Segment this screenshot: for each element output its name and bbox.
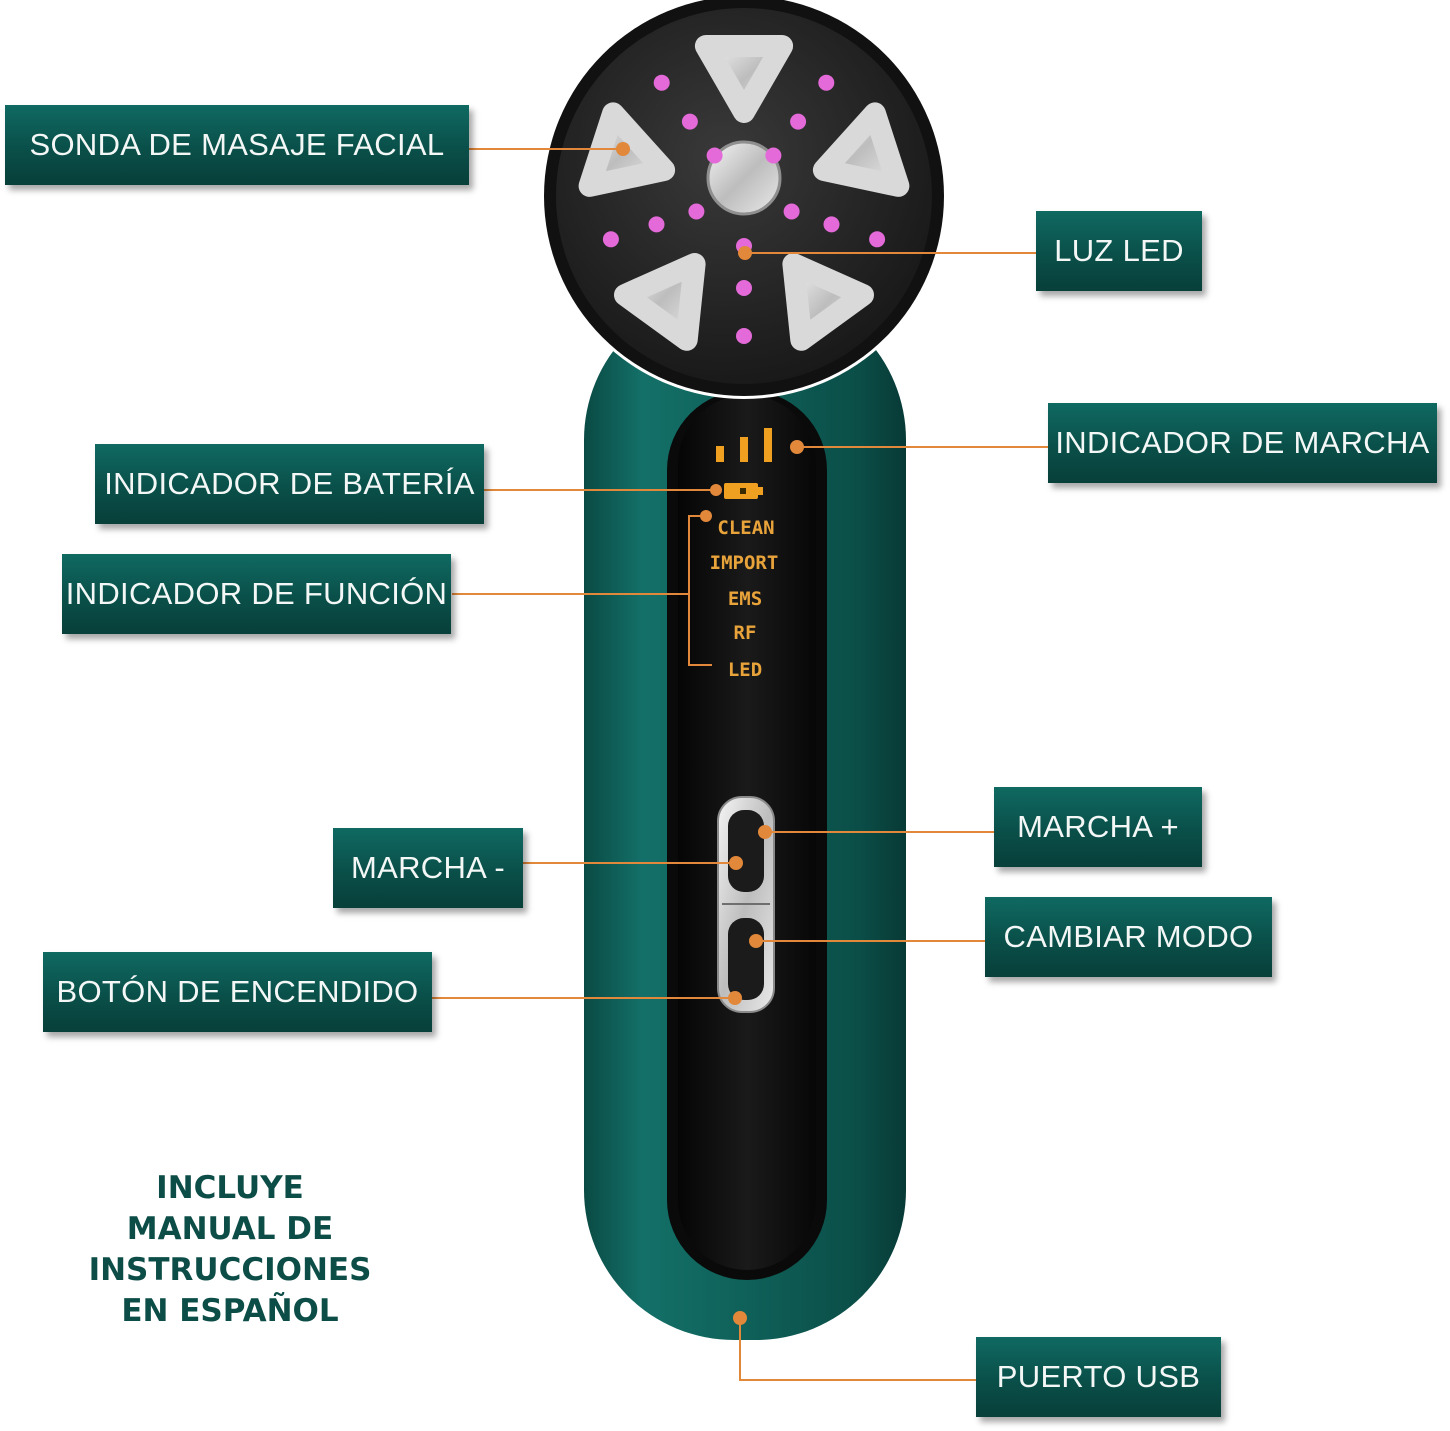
label-power-button: BOTÓN DE ENCENDIDO — [43, 952, 432, 1032]
label-led-light: LUZ LED — [1036, 211, 1202, 291]
label-gear-indicator: INDICADOR DE MARCHA — [1048, 403, 1437, 483]
function-label: LED — [728, 659, 762, 681]
electrode-plate — [694, 35, 794, 123]
led-dot — [653, 74, 670, 91]
led-dot — [706, 147, 723, 164]
led-dot — [765, 147, 782, 164]
label-usb-port: PUERTO USB — [976, 1337, 1221, 1417]
function-label: EMS — [728, 588, 762, 610]
button-cluster — [717, 796, 775, 1013]
label-gear-minus: MARCHA - — [333, 828, 523, 908]
gear-indicator-bars — [716, 428, 772, 462]
note-line: MANUAL DE — [126, 1211, 334, 1247]
label-battery-indicator: INDICADOR DE BATERÍA — [95, 444, 484, 524]
led-dot — [818, 74, 835, 91]
callout-dots — [616, 142, 804, 1325]
function-label: RF — [734, 622, 757, 644]
label-change-mode: CAMBIAR MODO — [985, 897, 1272, 977]
manual-note: INCLUYE MANUAL DE INSTRUCCIONES EN ESPAÑ… — [60, 1168, 400, 1332]
electrode-plate — [614, 253, 706, 351]
label-gear-plus: MARCHA + — [994, 787, 1202, 867]
note-line: INSTRUCCIONES — [88, 1252, 372, 1288]
note-line: EN ESPAÑOL — [121, 1293, 339, 1329]
led-dot — [736, 328, 752, 344]
led-dot — [681, 113, 698, 130]
led-dot — [688, 203, 705, 220]
label-facial-probe: SONDA DE MASAJE FACIAL — [5, 105, 469, 185]
function-list: CLEAN IMPORT EMS RF LED — [710, 517, 779, 681]
electrode-plate — [812, 102, 910, 197]
callout-lines — [432, 148, 1048, 1381]
led-dot — [783, 203, 800, 220]
led-dot — [823, 216, 840, 233]
led-dot — [736, 280, 752, 296]
led-dot — [790, 113, 807, 130]
led-dot — [602, 231, 619, 248]
electrode-plate — [782, 253, 874, 351]
led-dot — [648, 216, 665, 233]
function-label: IMPORT — [710, 552, 779, 574]
led-dot — [869, 231, 886, 248]
battery-icon — [724, 483, 763, 499]
function-label: CLEAN — [717, 517, 774, 539]
note-line: INCLUYE — [156, 1170, 304, 1206]
label-function-indicator: INDICADOR DE FUNCIÓN — [62, 554, 451, 634]
facial-probe-head — [541, 0, 947, 399]
